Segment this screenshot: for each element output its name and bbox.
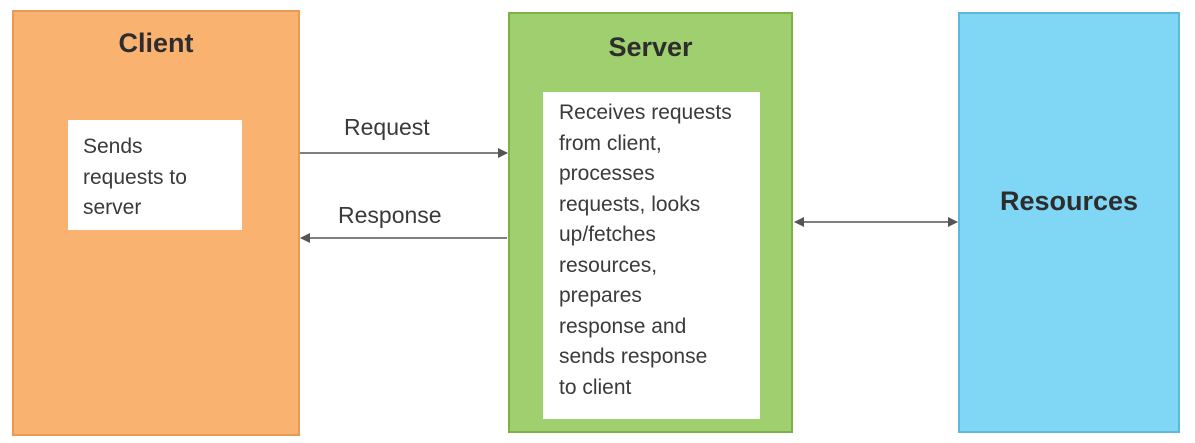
server-description: Receives requests from client, processes… bbox=[543, 92, 760, 419]
client-title: Client bbox=[118, 28, 194, 58]
server-box: Server Receives requests from client, pr… bbox=[508, 12, 793, 433]
server-title: Server bbox=[608, 32, 693, 62]
resources-title: Resources bbox=[999, 186, 1139, 216]
client-description: Sends requests to server bbox=[68, 120, 242, 230]
request-label: Request bbox=[344, 114, 430, 140]
client-box: Client Sends requests to server bbox=[12, 10, 300, 436]
resources-box: Resources bbox=[958, 12, 1180, 433]
response-label: Response bbox=[338, 202, 442, 228]
